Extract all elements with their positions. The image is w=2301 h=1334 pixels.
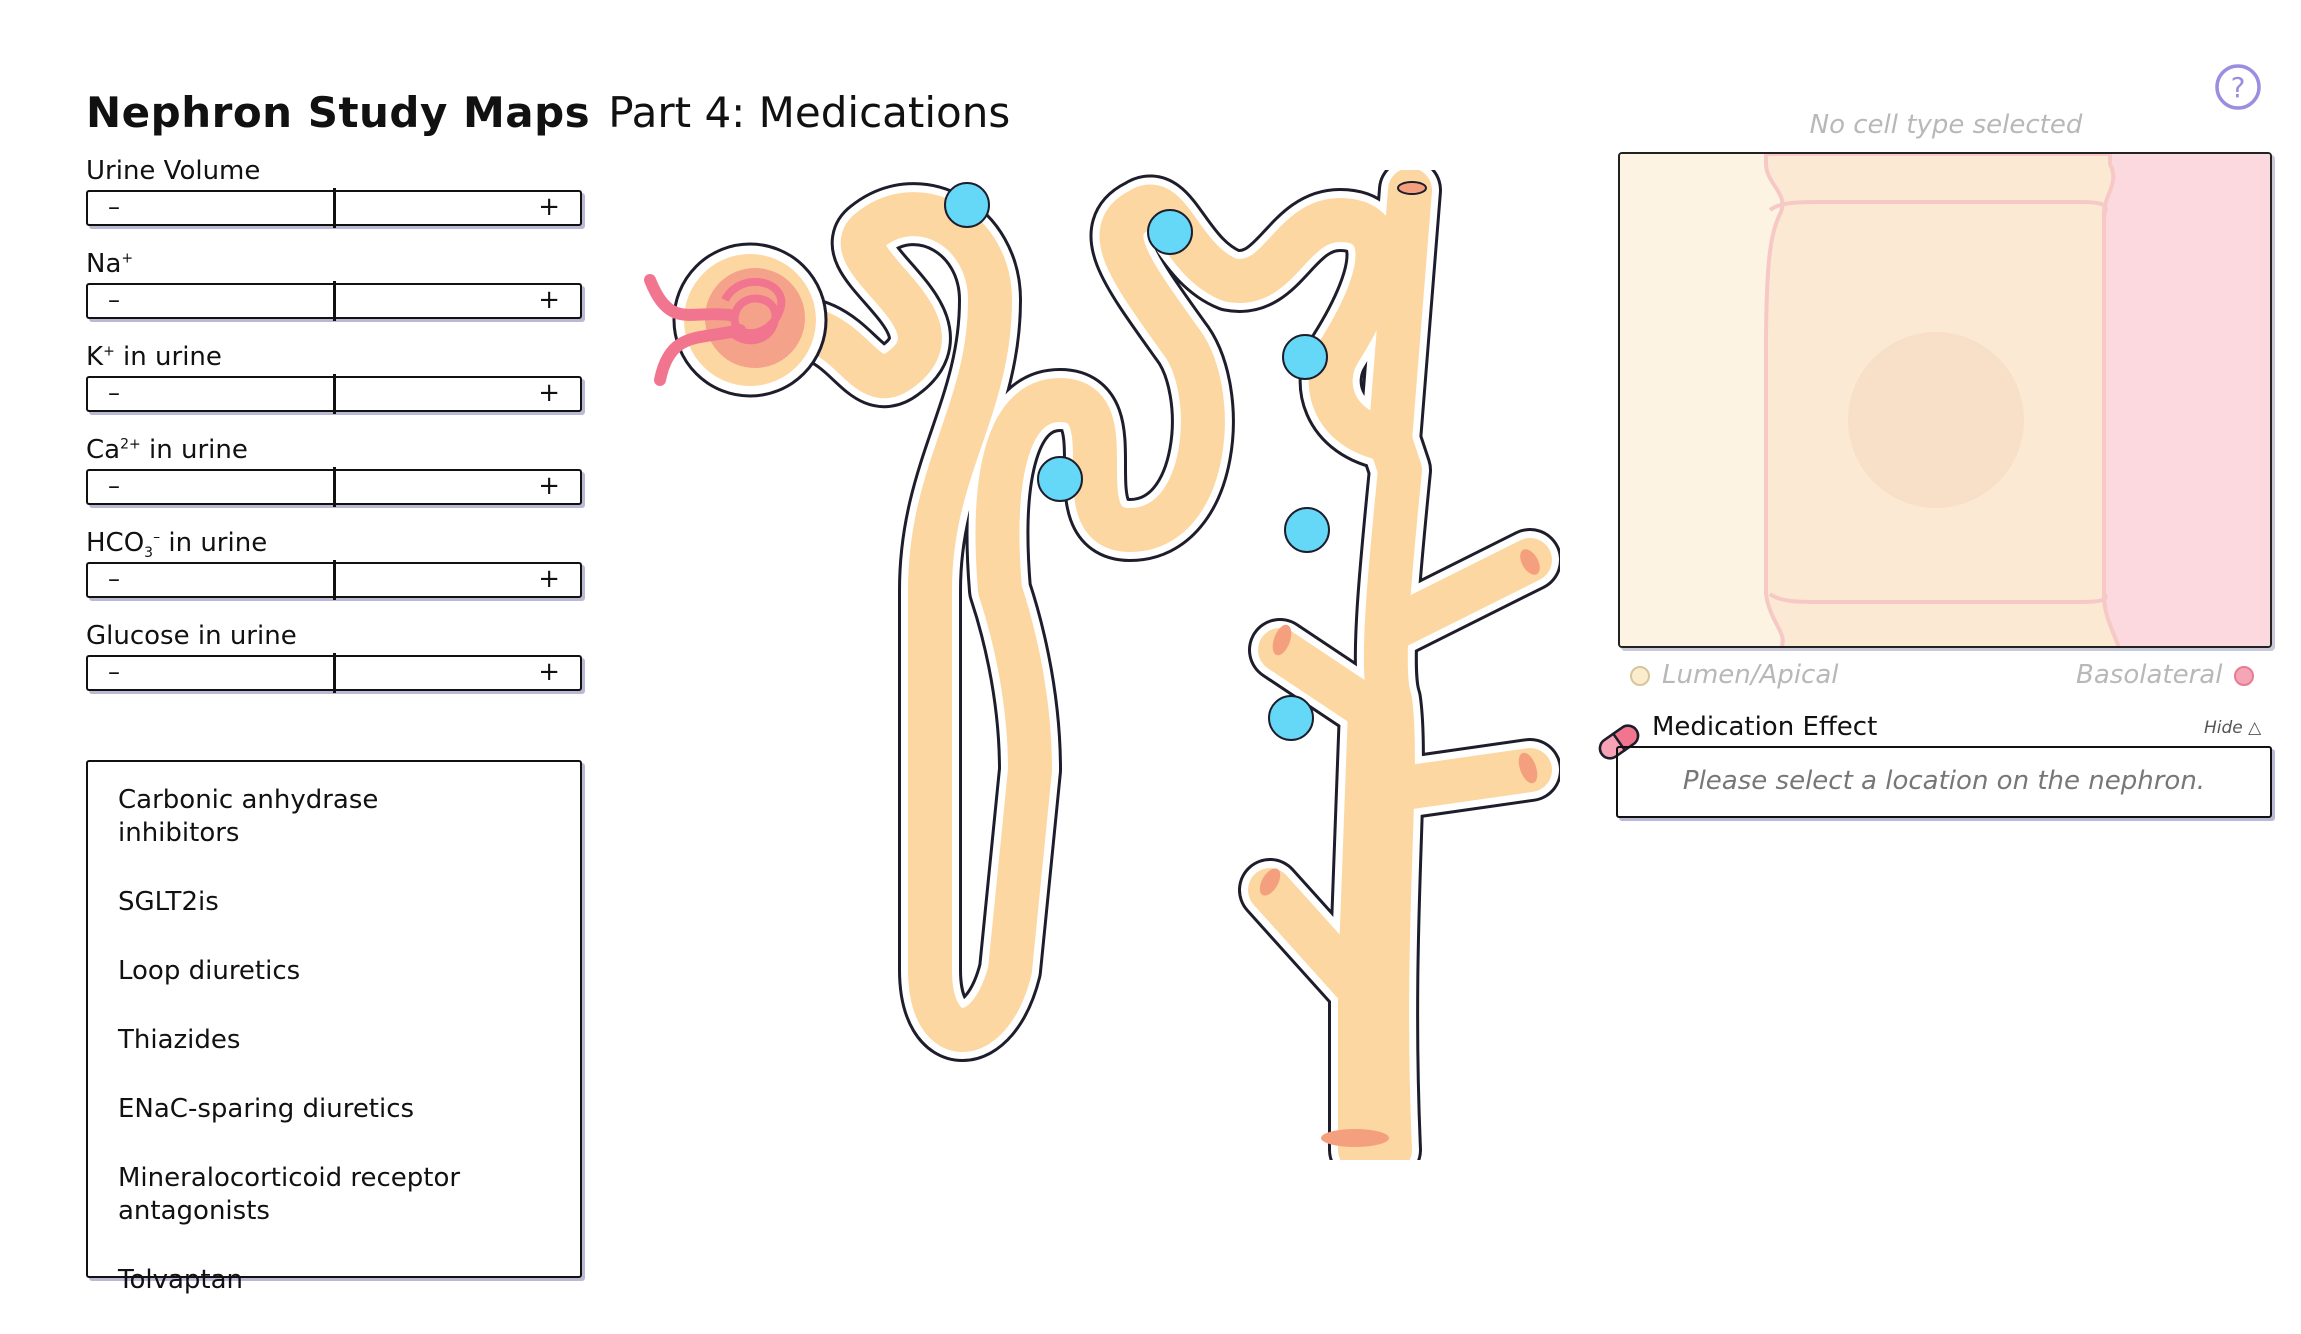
hide-toggle[interactable]: Hide △ bbox=[2204, 718, 2262, 738]
slider-ca: Ca2+ in urine – + bbox=[86, 435, 582, 507]
svg-text:?: ? bbox=[2231, 71, 2246, 104]
k-slider[interactable]: – + bbox=[86, 374, 582, 414]
medication-effect-label: Medication Effect bbox=[1652, 712, 1878, 742]
decrease-button[interactable]: – bbox=[108, 193, 120, 221]
increase-button[interactable]: + bbox=[538, 192, 560, 222]
cell-type-caption: No cell type selected bbox=[1809, 110, 2083, 140]
decrease-button[interactable]: – bbox=[108, 286, 120, 314]
med-tolvaptan[interactable]: Tolvaptan bbox=[118, 1265, 244, 1295]
decrease-button[interactable]: – bbox=[108, 472, 120, 500]
slider-hco3: HCO3– in urine – + bbox=[86, 528, 582, 600]
urine-volume-slider[interactable]: – + bbox=[86, 188, 582, 228]
med-carbonic-anhydrase-inhibitors[interactable]: Carbonic anhydrase inhibitors bbox=[118, 785, 379, 848]
slider-thumb[interactable] bbox=[333, 281, 336, 321]
lumen-legend: Lumen/Apical bbox=[1630, 660, 1839, 690]
med-enac-sparing-diuretics[interactable]: ENaC-sparing diuretics bbox=[118, 1094, 415, 1124]
slider-na: Na+ – + bbox=[86, 249, 582, 321]
slider-glucose: Glucose in urine – + bbox=[86, 621, 582, 693]
cell-view bbox=[1618, 152, 2272, 648]
glomerulus[interactable] bbox=[644, 242, 828, 398]
slider-thumb[interactable] bbox=[333, 188, 336, 228]
nephron-diagram bbox=[644, 170, 1560, 1160]
slider-label: HCO3– in urine bbox=[86, 528, 268, 562]
increase-button[interactable]: + bbox=[538, 378, 560, 408]
slider-thumb[interactable] bbox=[333, 560, 336, 600]
slider-label: Glucose in urine bbox=[86, 621, 297, 651]
basolateral-dot-icon bbox=[2234, 665, 2255, 686]
basolateral-legend: Basolateral bbox=[2076, 660, 2255, 690]
slider-thumb[interactable] bbox=[333, 374, 336, 414]
slider-label: Ca2+ in urine bbox=[86, 435, 248, 465]
med-mineralocorticoid-receptor-antagonists[interactable]: Mineralocorticoid receptor antagonists bbox=[118, 1163, 461, 1226]
app-title: Nephron Study Maps bbox=[86, 88, 591, 137]
nephron-tubule bbox=[738, 170, 1560, 1160]
question-circle-icon[interactable]: ? bbox=[2213, 62, 2263, 112]
duct-opening bbox=[1259, 868, 1281, 896]
slider-urine-volume: Urine Volume – + bbox=[86, 156, 582, 228]
med-sglt2is[interactable]: SGLT2is bbox=[118, 887, 219, 917]
lumen-dot-icon bbox=[1630, 665, 1650, 686]
medication-effect-box: Please select a location on the nephron. bbox=[1616, 746, 2272, 818]
na-slider[interactable]: – + bbox=[86, 281, 582, 321]
slider-label: Na+ bbox=[86, 249, 134, 279]
duct-opening bbox=[1520, 549, 1540, 575]
duct-opening bbox=[1272, 624, 1292, 656]
increase-button[interactable]: + bbox=[538, 657, 560, 687]
location-marker-medullary-collecting-duct[interactable] bbox=[1268, 695, 1314, 741]
location-marker-cortical-collecting-duct[interactable] bbox=[1284, 507, 1330, 553]
hco3-slider[interactable]: – + bbox=[86, 560, 582, 600]
med-loop-diuretics[interactable]: Loop diuretics bbox=[118, 956, 301, 986]
med-thiazides[interactable]: Thiazides bbox=[118, 1025, 241, 1055]
page-title: Nephron Study Maps Part 4: Medications bbox=[86, 88, 1010, 137]
increase-button[interactable]: + bbox=[538, 471, 560, 501]
decrease-button[interactable]: – bbox=[108, 379, 120, 407]
ca-slider[interactable]: – + bbox=[86, 467, 582, 507]
increase-button[interactable]: + bbox=[538, 564, 560, 594]
duct-opening bbox=[1397, 181, 1427, 195]
glucose-slider[interactable]: – + bbox=[86, 653, 582, 693]
location-marker-connecting-tubule[interactable] bbox=[1282, 334, 1328, 380]
slider-thumb[interactable] bbox=[333, 467, 336, 507]
slider-thumb[interactable] bbox=[333, 653, 336, 693]
location-marker-distal-tubule[interactable] bbox=[1147, 209, 1193, 255]
duct-opening bbox=[1321, 1129, 1389, 1147]
increase-button[interactable]: + bbox=[538, 285, 560, 315]
decrease-button[interactable]: – bbox=[108, 565, 120, 593]
slider-k: K+ in urine – + bbox=[86, 342, 582, 414]
decrease-button[interactable]: – bbox=[108, 658, 120, 686]
medication-list: Carbonic anhydrase inhibitors SGLT2is Lo… bbox=[86, 760, 582, 1295]
slider-label: K+ in urine bbox=[86, 342, 222, 372]
slider-label: Urine Volume bbox=[86, 156, 261, 186]
app-subtitle: Part 4: Medications bbox=[608, 88, 1011, 137]
location-marker-thick-ascending-limb[interactable] bbox=[1037, 456, 1083, 502]
location-marker-proximal-tubule[interactable] bbox=[944, 182, 990, 228]
duct-opening bbox=[1518, 752, 1538, 784]
cell-illustration bbox=[1620, 154, 2270, 646]
